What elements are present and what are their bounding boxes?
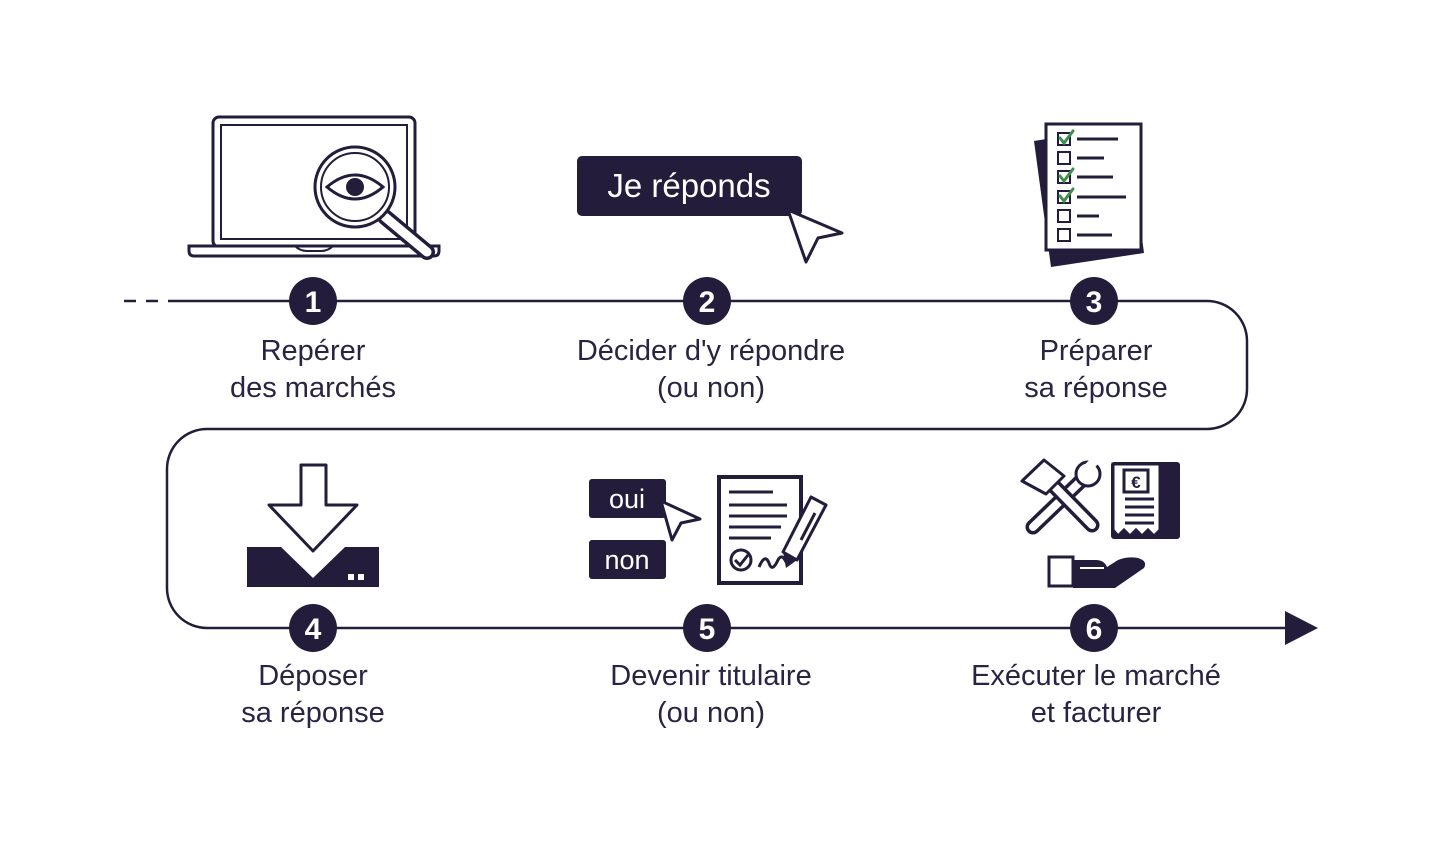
- step-badge-4: 4: [289, 604, 337, 652]
- reply-button-text: Je réponds: [607, 167, 770, 204]
- step-label-5: Devenir titulaire (ou non): [531, 658, 891, 732]
- step-label-3: Préparer sa réponse: [916, 333, 1276, 407]
- step-label-5-line1: Devenir titulaire: [610, 660, 812, 692]
- step-badge-1: 1: [289, 277, 337, 325]
- step-label-1: Repérer des marchés: [133, 333, 493, 407]
- wrench-icon: [1025, 457, 1102, 535]
- step-label-6-line1: Exécuter le marché: [971, 660, 1221, 692]
- step-label-6: Exécuter le marché et facturer: [916, 658, 1276, 732]
- signed-contract-icon: oui non: [589, 475, 828, 585]
- tools-invoice-hand-icon: €: [1020, 457, 1180, 588]
- step-number-3: 3: [1086, 286, 1103, 319]
- step-label-4-line1: Déposer: [258, 660, 368, 692]
- step-number-6: 6: [1086, 613, 1103, 646]
- step-label-6-line2: et facturer: [1030, 697, 1162, 729]
- step-badge-5: 5: [683, 604, 731, 652]
- reply-button-cursor-icon: Je réponds: [577, 156, 844, 264]
- step-label-2-line1: Décider d'y répondre: [576, 335, 846, 367]
- step-label-2: Décider d'y répondre (ou non): [531, 333, 891, 407]
- step-label-5-line2: (ou non): [656, 697, 765, 729]
- cursor-arrow-icon: [786, 208, 844, 264]
- step-number-2: 2: [699, 286, 716, 319]
- checklist-icon: [1034, 122, 1144, 267]
- flow-line: [165, 299, 1290, 630]
- oui-chip-text: oui: [609, 484, 645, 514]
- step-number-5: 5: [699, 613, 716, 646]
- step-label-2-line2: (ou non): [656, 372, 765, 404]
- pen-icon: [781, 495, 828, 568]
- step-label-3-line1: Préparer: [1039, 335, 1153, 367]
- step-number-4: 4: [305, 613, 322, 646]
- step-label-3-line2: sa réponse: [1024, 372, 1168, 404]
- step-label-4-line2: sa réponse: [241, 697, 385, 729]
- invoice-icon: €: [1111, 462, 1180, 539]
- cursor-arrow-icon-small: [659, 499, 702, 542]
- step-badge-2: 2: [683, 277, 731, 325]
- step-badge-6: 6: [1070, 604, 1118, 652]
- step-label-1-line1: Repérer: [260, 335, 366, 367]
- check-marks: [1058, 129, 1075, 204]
- flow-arrowhead: [1285, 611, 1318, 645]
- step-label-4: Déposer sa réponse: [133, 658, 493, 732]
- hand-icon: [1047, 555, 1146, 588]
- reply-button-shape: [577, 156, 802, 216]
- oui-chip: [589, 479, 666, 518]
- laptop-search-icon: [187, 115, 441, 260]
- hammer-icon: [1020, 458, 1100, 533]
- step-label-1-line2: des marchés: [229, 372, 396, 404]
- non-chip-text: non: [604, 545, 649, 575]
- down-arrow-icon: [267, 463, 359, 553]
- non-chip: [589, 540, 666, 579]
- step-badge-3: 3: [1070, 277, 1118, 325]
- euro-symbol: €: [1131, 473, 1141, 492]
- upload-tray-icon: [247, 463, 379, 587]
- step-number-1: 1: [305, 286, 322, 319]
- flow-path: [124, 299, 1290, 630]
